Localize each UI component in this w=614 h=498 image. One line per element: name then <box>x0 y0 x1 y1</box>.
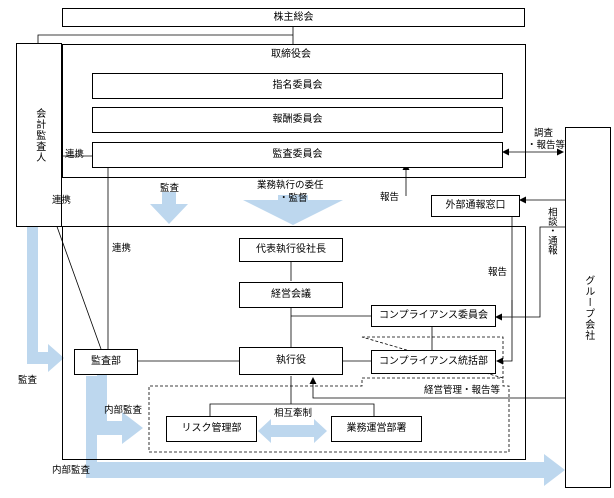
compliance-dashed-region <box>148 336 510 453</box>
management-meeting-label: 経営会議 <box>271 289 311 301</box>
report-label-1: 報告 <box>380 192 400 203</box>
audit-arrow-board-to-exec <box>150 192 188 224</box>
kansa-label-1: 監査 <box>160 183 180 194</box>
renkei-label-1: 連携 <box>65 149 85 160</box>
executive-frame <box>62 226 526 460</box>
accounting-auditor-box: 会計監査人 <box>16 43 62 227</box>
audit-dept-box: 監査部 <box>74 349 138 375</box>
compensation-committee-label: 報酬委員会 <box>272 114 323 126</box>
group-companies-label: グループ会社 <box>582 274 594 341</box>
executive-officers-box: 執行役 <box>239 347 343 375</box>
mutual-check-arrow <box>258 419 327 443</box>
external-whistleblowing-box: 外部通報窓口 <box>431 195 520 217</box>
delegation-label-2: ・監督 <box>279 193 308 204</box>
group-companies-box: グループ会社 <box>565 127 611 488</box>
renkei-label-2: 連携 <box>52 195 72 206</box>
mgmt-report-label: 経営管理・報告等 <box>424 385 501 396</box>
shareholders-meeting-label: 株主総会 <box>273 11 314 23</box>
business-operation-dept-label: 業務運営部署 <box>346 423 407 435</box>
shareholders-meeting-box: 株主総会 <box>62 8 525 27</box>
internal-audit-arrow-risk <box>97 371 143 444</box>
management-meeting-box: 経営会議 <box>239 282 343 308</box>
auditor-audit-arrow <box>27 227 64 372</box>
compliance-dept-box: コンプライアンス統括部 <box>371 350 496 374</box>
ceo-box: 代表執行役社長 <box>239 238 343 262</box>
audit-committee-box: 監査委員会 <box>92 142 503 168</box>
compliance-committee-box: コンプライアンス委員会 <box>371 305 496 327</box>
nomination-committee-label: 指名委員会 <box>272 80 323 92</box>
audit-dept-label: 監査部 <box>91 356 121 368</box>
flow-arrows <box>27 192 565 486</box>
business-operation-dept-box: 業務運営部署 <box>331 416 422 442</box>
audit-committee-label: 監査委員会 <box>272 149 323 161</box>
internal-audit-label-2: 内部監査 <box>52 465 91 476</box>
external-whistleblowing-label: 外部通報窓口 <box>445 200 506 212</box>
report-label-2: 報告 <box>488 267 508 278</box>
compliance-committee-label: コンプライアンス委員会 <box>378 310 489 322</box>
investigation-label-2: ・報告等 <box>527 140 566 151</box>
executive-officers-label: 執行役 <box>276 355 306 367</box>
internal-audit-label-1: 内部監査 <box>104 405 143 416</box>
accounting-auditor-label: 会計監査人 <box>33 107 45 163</box>
nomination-committee-box: 指名委員会 <box>92 73 503 99</box>
ceo-label: 代表執行役社長 <box>256 244 326 256</box>
compliance-dept-label: コンプライアンス統括部 <box>378 356 489 368</box>
investigation-label-1: 調査 <box>534 128 554 139</box>
board-frame <box>62 44 526 178</box>
delegation-label-1: 業務執行の委任 <box>257 180 324 191</box>
delegation-arrow <box>243 195 343 225</box>
mutual-check-label: 相互牽制 <box>274 408 313 419</box>
compensation-committee-box: 報酬委員会 <box>92 107 503 133</box>
risk-management-dept-box: リスク管理部 <box>166 416 257 442</box>
risk-management-dept-label: リスク管理部 <box>181 423 242 435</box>
consultation-label: 相談・通報 <box>545 207 557 255</box>
internal-audit-arrow-group <box>86 376 565 486</box>
board-label: 取締役会 <box>271 49 311 60</box>
renkei-label-3: 連携 <box>112 243 132 254</box>
kansa-label-2: 監査 <box>18 375 38 386</box>
